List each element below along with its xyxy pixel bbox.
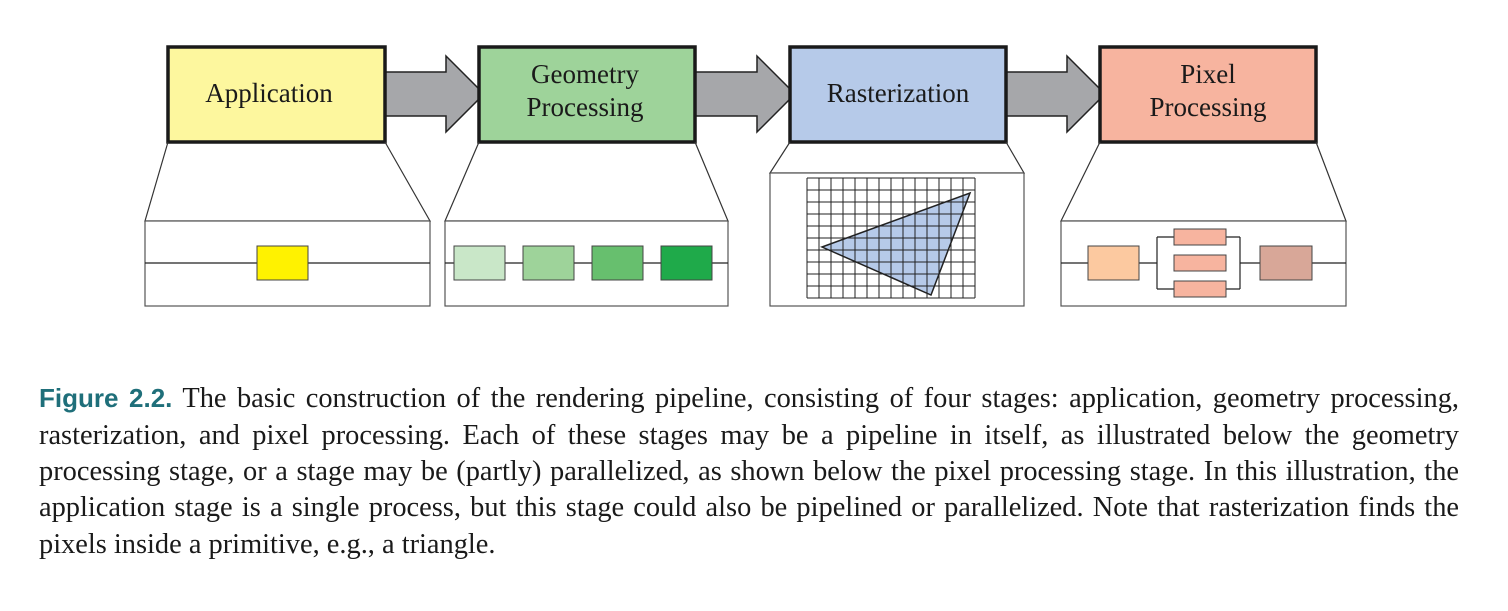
detail-panel-application [144,220,431,307]
detail-panel-geometry [444,220,729,307]
zoom-connectors [144,141,1347,222]
stage-box-pixel-processing [1098,45,1318,144]
arrow-geometry-to-rasterization [694,54,797,134]
pixel-grid [806,177,976,299]
geometry-pipeline-unit-1 [453,245,506,281]
pixel-serial-unit-out [1259,245,1313,281]
geometry-pipeline-unit-3 [591,245,644,281]
stage-label-pixel-line-2: Processing [1150,92,1267,122]
stage-label-rasterization: Rasterization [827,78,970,108]
figure-label: Figure 2.2. [39,383,173,414]
zoom-connector-rasterization [768,141,1026,174]
zoom-connector-application [144,141,432,222]
detail-panel-rasterization [769,172,1025,307]
geometry-pipeline-unit-2 [522,245,575,281]
pixel-parallel-unit-3 [1173,280,1227,298]
stage-boxes: Application Geometry Processing Rasteriz… [166,45,1318,144]
arrow-application-to-geometry [384,54,486,134]
stage-label-application: Application [205,78,333,108]
application-process-unit [256,245,309,281]
zoom-connector-pixel [1060,141,1347,222]
stage-label-geometry-line-1: Geometry [531,59,639,89]
pipeline-arrows [384,54,1107,134]
figure-caption: Figure 2.2.The basic construction of the… [39,380,1459,562]
pixel-parallel-unit-1 [1173,228,1227,246]
detail-panel-pixel [1060,220,1347,307]
stage-box-rasterization [788,45,1008,144]
pixel-parallel-unit-2 [1173,254,1227,272]
stage-label-pixel-line-1: Pixel [1180,59,1236,89]
stage-box-geometry-processing [477,45,697,144]
stage-box-application [166,45,387,144]
arrow-rasterization-to-pixel [1005,54,1107,134]
stage-label-geometry-line-2: Processing [527,92,644,122]
zoom-connector-geometry [444,141,729,222]
rendering-pipeline-diagram: Application Geometry Processing Rasteriz… [144,45,1347,307]
geometry-pipeline-unit-4 [660,245,713,281]
caption-text: The basic construction of the rendering … [39,383,1459,560]
pixel-serial-unit-in [1087,245,1140,281]
